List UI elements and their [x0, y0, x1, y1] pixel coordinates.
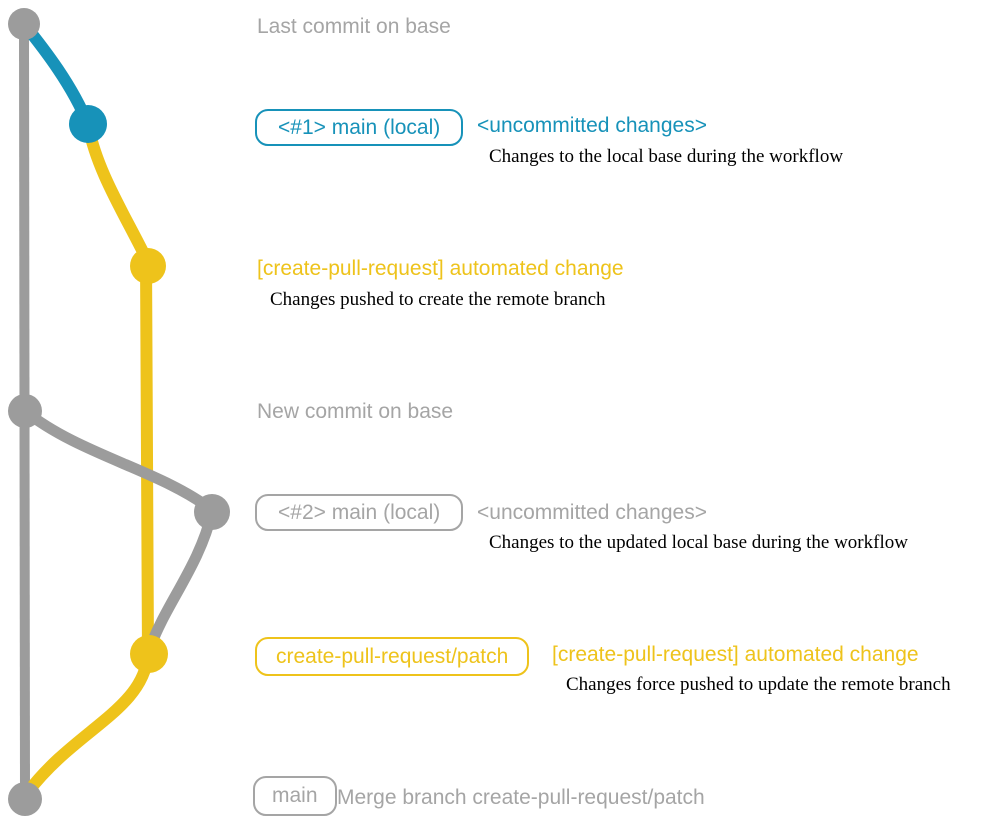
annotation-desc-updated-local-base: Changes to the updated local base during… [489, 532, 908, 553]
branch-badge-main-local-1: <#1> main (local) [255, 109, 464, 146]
commit-dot-base-new [8, 394, 42, 428]
branch-badge-main-label: main [272, 784, 318, 807]
commit-dot-local-main-2 [194, 494, 230, 530]
branch-badge-main: main [253, 776, 337, 816]
commit-dot-remote-create [130, 248, 166, 284]
annotation-desc-force-pushed: Changes force pushed to update the remot… [566, 674, 951, 695]
commit-dot-merge [8, 782, 42, 816]
annotation-uncommitted-changes-1: <uncommitted changes> [477, 114, 707, 137]
branch-badge-patch: create-pull-request/patch [255, 637, 530, 676]
branch-line-local-main-2 [21, 406, 216, 515]
annotation-desc-local-base: Changes to the local base during the wor… [489, 146, 844, 167]
commit-dot-base-last [8, 8, 40, 40]
annotation-automated-change-2: [create-pull-request] automated change [552, 643, 919, 666]
branch-badge-main-local-2: <#2> main (local) [255, 494, 464, 531]
annotation-automated-change-1: [create-pull-request] automated change [257, 257, 624, 280]
commit-dot-remote-update [130, 635, 168, 673]
label-last-commit-on-base: Last commit on base [257, 15, 451, 38]
annotation-uncommitted-changes-2: <uncommitted changes> [477, 501, 707, 524]
label-new-commit-on-base: New commit on base [257, 400, 454, 423]
branch-badge-main-local-1-label: <#1> main (local) [278, 115, 441, 139]
commit-dot-local-main-1 [69, 105, 107, 143]
branch-line-create-pull-request [82, 122, 154, 656]
label-merge-branch: Merge branch create-pull-request/patch [337, 786, 705, 809]
branch-line-patch-to-merge [23, 654, 154, 796]
branch-line-local-main-2-merge [144, 510, 218, 650]
annotation-desc-pushed-create: Changes pushed to create the remote bran… [270, 289, 606, 310]
branch-badge-main-local-2-label: <#2> main (local) [278, 500, 441, 524]
git-graph [8, 8, 230, 816]
branch-badge-patch-label: create-pull-request/patch [276, 644, 509, 668]
